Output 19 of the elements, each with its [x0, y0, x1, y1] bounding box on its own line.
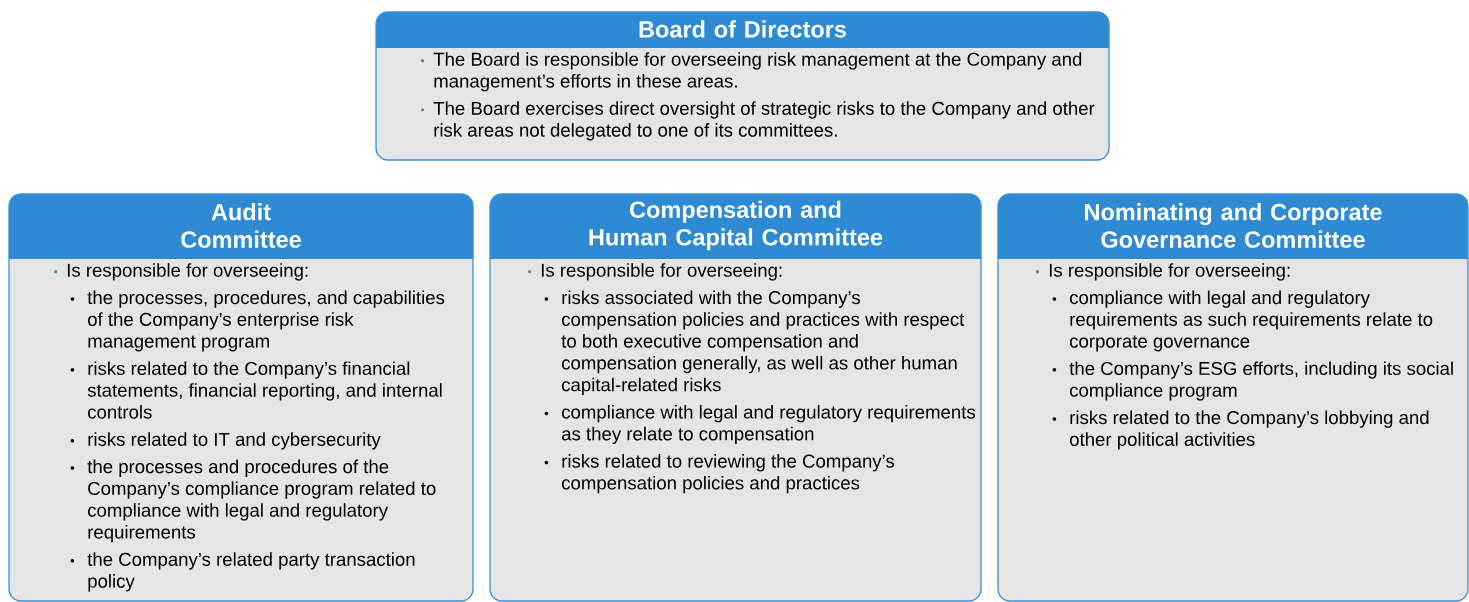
list-item: Is responsible for overseeing: [67, 263, 308, 281]
heading: Nominating and Corporate Governance Committee [1085, 203, 1382, 248]
list-item: The Board exercises direct oversight of strategic risks to the Company and other risk areas not delegated to one of its committees. [433, 101, 1095, 141]
committee-box [997, 193, 1469, 602]
heading: Compensation and Human Capital Committee [589, 200, 883, 251]
committee-box [375, 11, 1110, 161]
committee-box [8, 193, 474, 602]
list-item: risks related to reviewing the Company’s compensation policies and practices [562, 454, 895, 494]
list-item: risks related to the Company’s financial statements, financial reporting, and internal controls [87, 361, 442, 419]
list-item: The Board is responsible for overseeing risk management at the Company and management’s efforts in these areas. [433, 52, 1082, 92]
list-item: the processes and procedures of the Company’s compliance program related to compliance with legal and regulatory requirements [87, 459, 436, 543]
list-item: risks related to the Company’s lobbying and other political activities [1070, 410, 1429, 450]
list-item: risks related to IT and cybersecurity [88, 432, 381, 450]
heading: Board of Directors [639, 20, 846, 38]
list-item: Is responsible for overseeing: [541, 263, 782, 281]
committee-box [489, 193, 982, 602]
list-item: Is responsible for overseeing: [1049, 263, 1290, 281]
list-item: the Company’s related party transaction policy [87, 552, 415, 592]
heading: Audit Committee [181, 203, 301, 248]
